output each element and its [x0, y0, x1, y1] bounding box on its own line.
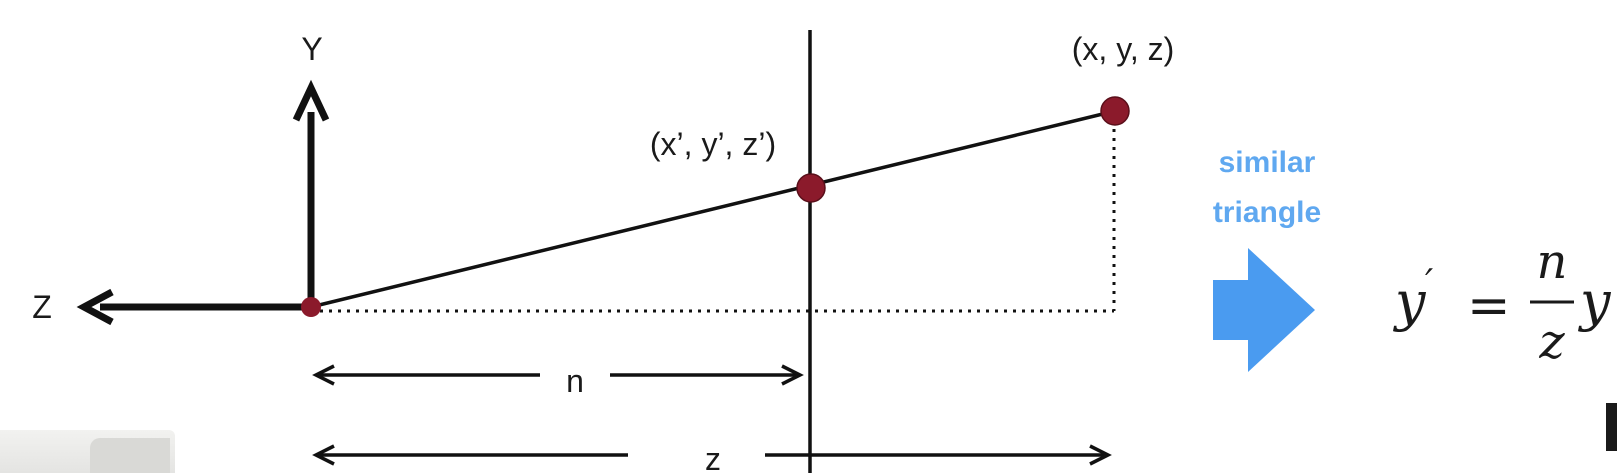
formula-lhs: y: [1393, 270, 1427, 333]
n-dimension-left-arrowhead: [312, 364, 335, 386]
similar-label: similar: [1219, 146, 1316, 179]
origin-point: [301, 297, 321, 317]
projection-ray: [310, 109, 1116, 309]
right-arrow-icon: [1213, 248, 1315, 372]
y-axis-arrowhead: [292, 79, 330, 122]
z-dimension-left-arrowhead: [312, 444, 335, 466]
projected-point-label: (x’, y’, z’): [650, 126, 776, 162]
formula-rhs: y: [1578, 270, 1612, 333]
formula-denominator: z: [1538, 314, 1565, 370]
edge-mark: [1606, 403, 1617, 451]
z-axis-label: Z: [32, 289, 52, 325]
z-dimension-right-arrowhead: [1089, 444, 1112, 466]
n-dimension-label: n: [566, 363, 584, 399]
n-dimension-right-arrowhead: [781, 364, 804, 386]
formula-prime: ′: [1425, 263, 1433, 304]
triangle-label: triangle: [1213, 196, 1321, 229]
formula-equals: =: [1467, 276, 1511, 336]
projected-point: [796, 173, 826, 203]
z-dimension-label: z: [705, 441, 721, 473]
y-axis-label: Y: [301, 31, 322, 67]
formula-numerator: n: [1537, 234, 1568, 290]
far-point: [1100, 96, 1130, 126]
webcam-corner-image: [0, 430, 175, 473]
z-axis-arrowhead: [76, 288, 114, 326]
far-point-label: (x, y, z): [1072, 31, 1175, 67]
